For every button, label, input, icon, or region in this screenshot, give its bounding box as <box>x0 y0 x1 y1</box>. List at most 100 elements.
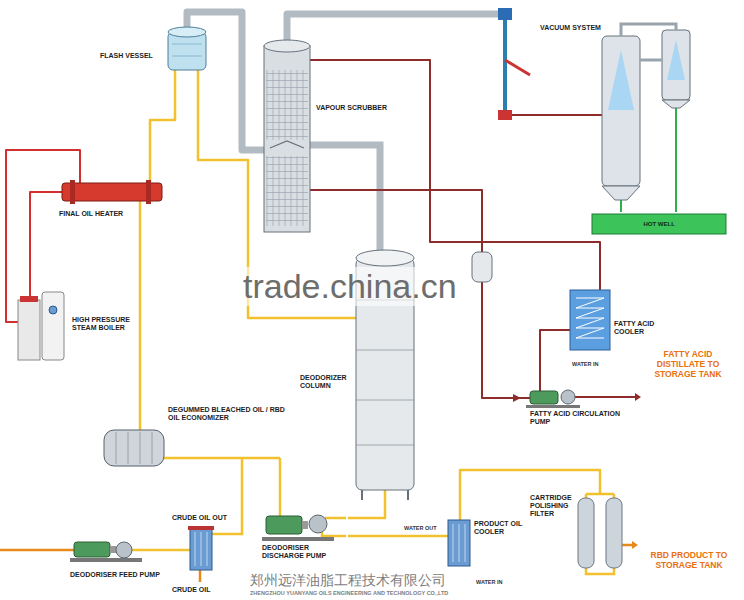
oil-pipe-stub <box>279 458 282 474</box>
heater-drawing <box>62 180 162 204</box>
deodorizer-drawing <box>356 250 414 266</box>
oil-pipe-stub <box>298 317 357 320</box>
pipe-line <box>150 82 175 176</box>
discharge-pump-drawing <box>262 515 334 541</box>
equipment-label: FATTY ACID COOLER <box>614 320 684 336</box>
equipment-label: VAPOUR SCRUBBER <box>316 104 387 112</box>
circulation-pump-drawing <box>526 405 580 408</box>
feed-pump-drawing <box>110 546 116 553</box>
fatty-acid-pipe-stub <box>566 329 570 331</box>
flash-vessel-drawing <box>168 27 206 70</box>
crude-oil-line <box>199 570 202 582</box>
oil-pipe-stub <box>130 68 614 574</box>
equipment: VACUUM SYSTEM <box>478 2 700 208</box>
flash-vessel-drawing <box>172 44 202 56</box>
discharge-pump-drawing <box>266 516 302 534</box>
economizer-drawing <box>104 430 164 466</box>
note-label: WATER IN <box>476 579 502 585</box>
vapour-pipe-stub <box>478 11 499 18</box>
flash-vessel-drawing <box>168 32 206 70</box>
vacuum-system-drawing <box>602 186 640 200</box>
pipe-line <box>377 234 384 238</box>
fatty-acid-pipe-stub <box>310 59 400 61</box>
pipe-line <box>400 60 600 284</box>
crude-oil-line <box>622 544 633 547</box>
vacuum-system-drawing <box>498 8 512 20</box>
note-label: FATTY ACID DISTILLATE TO STORAGE TANK <box>646 350 730 379</box>
pipe-line <box>675 208 677 212</box>
equipment-label: FLASH VESSEL <box>100 52 153 60</box>
product-cooler-drawing <box>448 520 470 566</box>
cartridge-filter-drawing <box>606 498 622 568</box>
boiler-drawing <box>20 296 38 302</box>
vacuum-system-drawing <box>602 36 640 186</box>
fatty-acid-cooler-drawing <box>576 298 604 338</box>
equipment-label: CRUDE OIL OUT <box>172 514 227 522</box>
plate-exchanger-drawing <box>188 526 214 570</box>
equipment: FATTY ACID COOLER <box>566 284 686 358</box>
feed-pump-drawing <box>116 542 132 558</box>
vacuum-system-drawing <box>608 50 634 110</box>
pipe-line <box>287 14 478 38</box>
vacuum-system-drawing <box>621 24 676 36</box>
steam-pipe-stub <box>12 321 18 323</box>
pipe-line <box>348 535 440 538</box>
equipment-label: HOT WELL <box>644 221 675 228</box>
hot-well-tank <box>592 214 726 234</box>
equipment-label: PRODUCT OIL COOLER <box>474 520 526 536</box>
heater-drawing <box>70 180 75 204</box>
equipment: PRODUCT OIL COOLER <box>440 512 528 574</box>
fatty-acid-cooler-drawing <box>570 290 610 350</box>
steam-pipe-stub <box>79 176 81 183</box>
pipe-line <box>279 474 282 508</box>
pipe-line <box>540 330 566 386</box>
note-label: RBD PRODUCT TO STORAGE TANK <box>640 551 738 571</box>
equipment-label: DEODORIZER COLUMN <box>300 374 356 390</box>
oil-pipe-stub <box>139 404 142 431</box>
crude-oil-line <box>0 549 74 552</box>
water-pipe-stub <box>620 200 622 208</box>
pipe-line <box>30 192 55 280</box>
equipment: FATTY ACID CIRCULATION PUMP <box>520 386 624 434</box>
equipment-label: VACUUM SYSTEM <box>540 24 601 32</box>
scrubber-drawing <box>266 156 308 226</box>
fatty-acid-pipe-stub <box>520 397 530 399</box>
pipe-line <box>139 222 142 404</box>
oil-pipe-stub <box>586 493 614 496</box>
vacuum-system-drawing <box>498 110 512 120</box>
flash-vessel-drawing <box>168 27 206 37</box>
fatty-acid-pipe-stub <box>599 284 601 290</box>
vacuum-system-drawing <box>503 20 507 110</box>
fatty-acid-pipe-stub <box>575 396 636 398</box>
discharge-pump-drawing <box>302 521 308 529</box>
oil-pipe-stub <box>241 458 244 474</box>
note-label: WATER IN <box>572 361 598 367</box>
equipment: VAPOUR SCRUBBER <box>260 38 400 234</box>
steam-pipe-stub <box>55 191 62 193</box>
oil-pipe-stub <box>279 508 282 516</box>
boiler-drawing <box>49 306 57 314</box>
oil-pipe-stub <box>585 494 588 498</box>
fatty-acid-cooler-drawing <box>570 290 610 350</box>
pipe-line <box>165 549 172 552</box>
equipment-label: DEODORISER FEED PUMP <box>70 571 160 579</box>
product-cooler-drawing <box>453 524 465 562</box>
boiler-drawing <box>18 292 64 360</box>
equipment-label: DEGUMMED BLEACHED OIL / RBD OIL ECONOMIZ… <box>168 406 296 422</box>
scrubber-drawing <box>266 70 308 140</box>
water-pipe-stub <box>675 108 677 208</box>
equipment: CRUDE OIL OUTCRUDE OIL <box>172 512 248 596</box>
vacuum-system-drawing <box>640 59 662 62</box>
product-arrow <box>632 541 638 549</box>
pipe-line <box>620 208 622 212</box>
boiler-drawing <box>18 300 40 360</box>
scrubber-drawing <box>264 46 310 232</box>
equipment: HIGH PRESSURE STEAM BOILER <box>12 280 147 364</box>
fatty-acid-pipe-stub <box>539 386 541 391</box>
equipment: HOT WELL <box>590 212 728 236</box>
vacuum-system-drawing <box>667 40 685 80</box>
oil-pipe-stub <box>586 568 614 574</box>
economizer-drawing <box>104 430 164 466</box>
